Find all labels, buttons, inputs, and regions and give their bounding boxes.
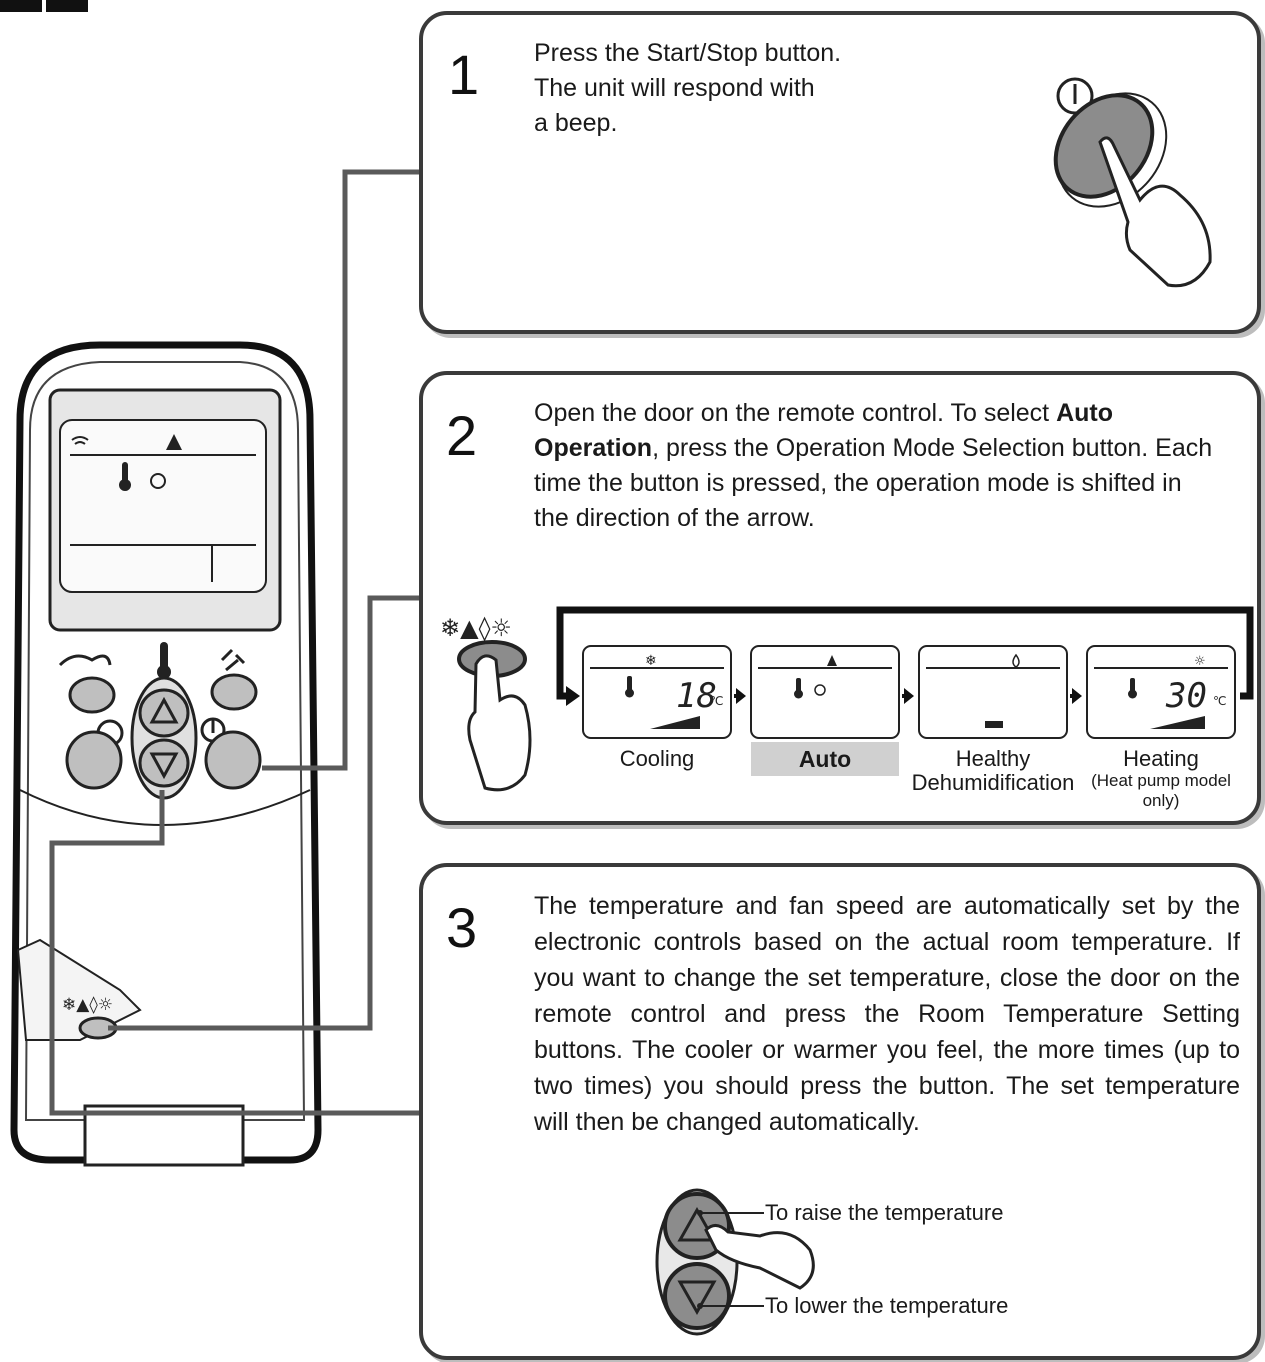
heating-temp: 30 [1165, 676, 1207, 716]
corner-tag [0, 0, 88, 12]
right-top-button [210, 673, 258, 711]
connector-3 [49, 790, 422, 1116]
heating-display: ☼ 30 ℃ [1086, 645, 1236, 739]
svg-text:℃: ℃ [1213, 694, 1226, 708]
cooling-display: ❄ 18 ℃ [582, 645, 732, 739]
svg-text:℃: ℃ [710, 694, 723, 708]
remote-door [16, 938, 142, 1041]
lcd-thermometer-icon [119, 462, 131, 491]
lcd-signal-icon [71, 436, 89, 445]
connector-2 [108, 595, 422, 1031]
raise-temp-label: To raise the temperature [765, 1200, 1004, 1225]
temp-up-button-remote [138, 688, 190, 738]
pointing-hand-icon [704, 1224, 815, 1290]
step-2-text-b: , press the Operation Mode Selection but… [534, 434, 1213, 532]
step-2-text-a: Open the door on the remote control. To … [534, 399, 1057, 427]
mode-icons-row: ❄▲◊☼ [440, 614, 512, 642]
temp-down-button [663, 1262, 731, 1330]
pressing-hand-icon [1098, 136, 1212, 288]
down-arrow-icon [677, 1280, 717, 1316]
step-1-line-2: The unit will respond with [534, 74, 815, 102]
remote-thermometer-icon [157, 642, 171, 679]
dehumidification-display [918, 645, 1068, 739]
step-3-panel [419, 863, 1261, 1360]
mode-label-dehumidification: Healthy Dehumidification [905, 747, 1081, 795]
mode-label-cooling: Cooling [619, 746, 695, 771]
step-2-bold-auto: Auto [1056, 399, 1113, 427]
lcd-auto-icon [166, 434, 182, 450]
svg-text:❄: ❄ [645, 653, 657, 669]
step-2-bold-operation: Operation [534, 434, 653, 462]
left-top-button [68, 676, 116, 714]
fan-swing-icon [58, 654, 112, 667]
lcd-smile-icon [150, 473, 166, 489]
step-2-number: 2 [446, 404, 478, 467]
temp-down-button-remote [138, 738, 190, 788]
step-1-line-1: Press the Start/Stop button. [534, 39, 842, 67]
fan-speed-button [65, 730, 123, 790]
mode-hand-icon [467, 654, 532, 792]
step-1-text: Press the Start/Stop button. The unit wi… [534, 36, 954, 141]
connector-1 [262, 169, 422, 771]
mode-label-dehum-line1: Healthy [955, 746, 1031, 771]
svg-text:☼: ☼ [1194, 654, 1206, 669]
step-1-line-3: a beep. [534, 109, 618, 137]
step-2-text: Open the door on the remote control. To … [534, 396, 1214, 536]
mode-label-heating-main: Heating [1123, 746, 1199, 771]
remote-lcd [59, 419, 267, 593]
auto-display [750, 645, 900, 739]
up-arrow-icon [677, 1206, 717, 1242]
step-3-text: The temperature and fan speed are automa… [534, 892, 1240, 1136]
mode-label-heating: Heating (Heat pump model only) [1076, 747, 1246, 811]
mode-label-heating-note: (Heat pump model only) [1091, 771, 1231, 810]
step-3-number: 3 [446, 896, 478, 959]
mode-label-auto: Auto [751, 742, 899, 776]
airflow-icon [220, 648, 246, 672]
lower-temp-label: To lower the temperature [765, 1293, 1009, 1318]
cooling-temp: 18 [676, 676, 717, 716]
door-mode-icons: ❄▲◊☼ [62, 995, 113, 1015]
start-stop-button-remote [204, 730, 262, 790]
step-1-number: 1 [448, 43, 480, 106]
mode-label-dehum-line2: Dehumidification [911, 770, 1075, 795]
remote-bottom-tab [83, 1104, 245, 1167]
